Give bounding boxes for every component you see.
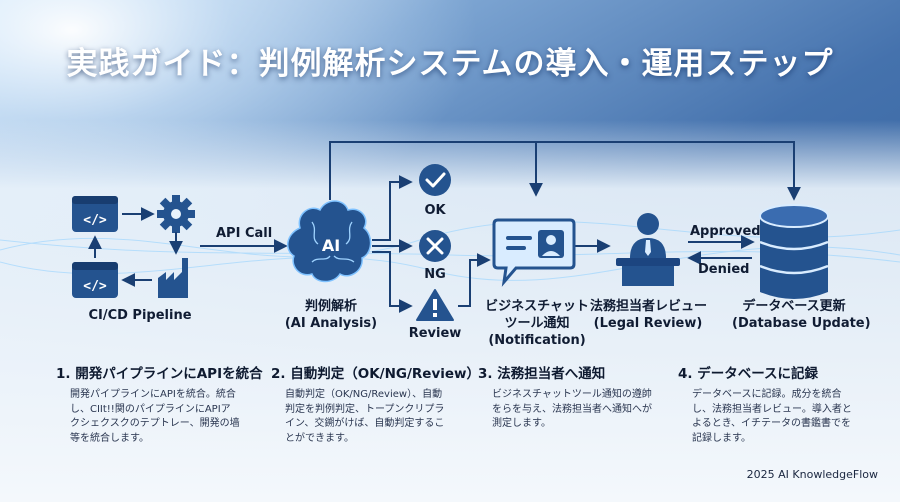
- warning-triangle-icon: [416, 289, 454, 321]
- api-call-label: API Call: [216, 226, 273, 241]
- page-title: 実践ガイド：判例解析システムの導入・運用ステップ: [66, 46, 834, 82]
- pipeline-label: CI/CD Pipeline: [88, 308, 192, 323]
- approved-label: Approved: [690, 224, 761, 239]
- svg-text:</>: </>: [83, 213, 107, 228]
- step-2-body: 自動判定（OK/NG/Review）、自動判定を判例判定、トープンクリプライン、…: [285, 389, 445, 444]
- step-3-body: ビジネスチャットツール通知の遵帥をらを与え、法務担当者へ通知へが測定します。: [492, 389, 652, 429]
- footer-credit: 2025 AI KnowledgeFlow: [746, 468, 878, 481]
- check-circle-icon: [419, 164, 451, 196]
- database-icon: [759, 204, 829, 299]
- step-1-title: 1. 開発パイプラインにAPIを統合: [56, 366, 263, 382]
- x-circle-icon: [419, 230, 451, 262]
- database-update-label: データベース更新 (Database Update): [732, 299, 871, 331]
- ai-brain-icon: AI: [287, 200, 372, 283]
- step-3-title: 3. 法務担当者へ通知: [478, 366, 606, 382]
- svg-text:</>: </>: [83, 279, 107, 294]
- legal-reviewer-icon: [616, 213, 680, 286]
- ng-label: NG: [424, 267, 446, 282]
- step-1-body: 開発パイプラインにAPIを統合。統合し、CIIt!!関のパイプラインにAPIアク…: [70, 389, 240, 444]
- review-label: Review: [408, 326, 462, 341]
- step-1: 1. 開発パイプラインにAPIを統合 開発パイプラインにAPIを統合。統合し、C…: [56, 362, 263, 446]
- step-3: 3. 法務担当者へ通知 ビジネスチャットツール通知の遵帥をらを与え、法務担当者へ…: [478, 362, 666, 432]
- ai-analysis-label: 判例解析 (AI Analysis): [284, 299, 378, 331]
- chat-notification-icon: [492, 218, 576, 287]
- notification-label: ビジネスチャット ツール通知 (Notification): [485, 299, 589, 348]
- step-4: 4. データベースに記録 データベースに記録。成分を統合し、法務担当者レビュー。…: [678, 362, 866, 446]
- step-4-title: 4. データベースに記録: [678, 366, 819, 382]
- denied-label: Denied: [698, 262, 750, 277]
- ok-label: OK: [424, 203, 446, 218]
- step-2: 2. 自動判定（OK/NG/Review） 自動判定（OK/NG/Review）…: [271, 362, 481, 446]
- legal-review-label: 法務担当者レビュー (Legal Review): [590, 299, 708, 331]
- step-4-body: データベースに記録。成分を統合し、法務担当者レビュー。導入者とよるとき、イチテー…: [692, 389, 852, 444]
- svg-text:AI: AI: [322, 236, 340, 255]
- step-2-title: 2. 自動判定（OK/NG/Review）: [271, 366, 481, 382]
